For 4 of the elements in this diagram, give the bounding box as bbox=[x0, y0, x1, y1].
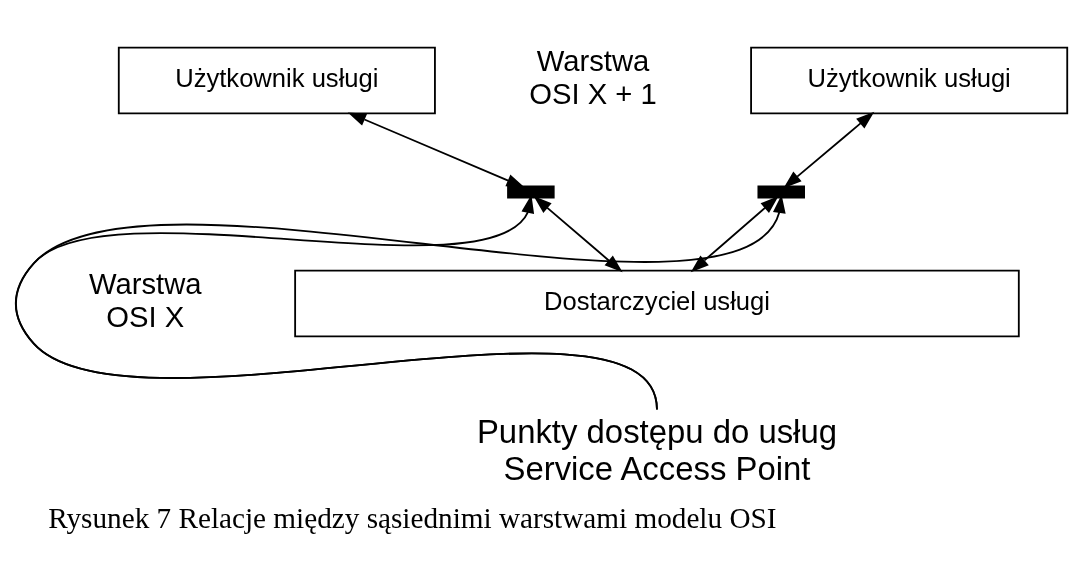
label: Warstwa OSI X bbox=[89, 267, 202, 333]
node-text: Punkty dostępu do usług Service Access Point bbox=[476, 413, 837, 487]
caption: Rysunek 7 Relacje między sąsiednimi warstwami modelu OSI bbox=[48, 501, 777, 534]
label: Warstwa OSI X + 1 bbox=[529, 45, 657, 110]
